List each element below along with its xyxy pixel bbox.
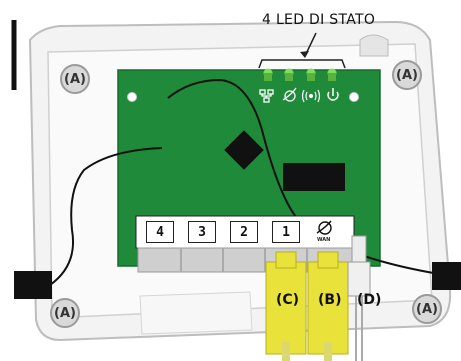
wireless-icon <box>301 89 321 103</box>
case-bottom-panel <box>139 291 253 335</box>
callout-a-bottom-right: (A) <box>412 294 442 324</box>
jack-dividers <box>180 248 308 272</box>
wan-label: WAN <box>317 237 331 243</box>
board-hole <box>349 92 359 102</box>
cable-c <box>265 251 307 361</box>
label-c: (C) <box>276 292 300 308</box>
led-bracket <box>258 59 346 69</box>
port-3-label: 3 <box>188 221 216 243</box>
network-icon <box>259 89 274 103</box>
case-clip <box>359 34 389 57</box>
callout-a-top-right: (A) <box>392 60 422 90</box>
label-d: (D) <box>357 292 382 308</box>
label-b: (B) <box>318 292 342 308</box>
wan-internet-icon <box>316 220 332 235</box>
callout-a-top-left: (A) <box>60 64 90 94</box>
cable-d <box>347 235 371 361</box>
leds-title: 4 LED DI STATO <box>262 12 376 28</box>
antenna-cable-left <box>49 147 163 286</box>
led-base <box>307 73 315 81</box>
port-1-label: 1 <box>272 221 300 243</box>
antenna-connector-left <box>14 271 52 299</box>
led-arrow-head <box>300 51 309 58</box>
led-base <box>328 73 336 81</box>
chip <box>283 163 345 191</box>
led-base <box>285 73 293 81</box>
led-base <box>264 73 272 81</box>
port-4-label: 4 <box>146 221 174 243</box>
chip <box>224 130 264 170</box>
board-hole <box>127 92 137 102</box>
callout-a-bottom-left: (A) <box>50 298 80 328</box>
power-icon <box>327 88 339 101</box>
port-2-label: 2 <box>230 221 258 243</box>
antenna-connector-right <box>432 262 461 290</box>
cable-b <box>307 251 349 361</box>
internet-icon <box>282 87 297 102</box>
